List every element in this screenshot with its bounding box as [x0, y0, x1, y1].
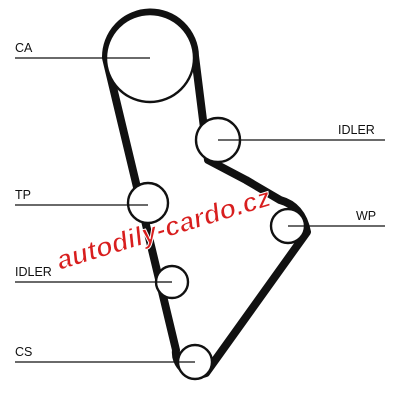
- label-idler-lower: IDLER: [15, 265, 52, 279]
- label-tp: TP: [15, 188, 31, 202]
- label-cs: CS: [15, 345, 32, 359]
- label-ca: CA: [15, 41, 33, 55]
- leader-overlays: [106, 57, 305, 363]
- leader-lines: [15, 57, 385, 363]
- label-wp: WP: [356, 209, 376, 223]
- pulley-tp: [126, 181, 170, 225]
- label-idler-upper: IDLER: [338, 123, 375, 137]
